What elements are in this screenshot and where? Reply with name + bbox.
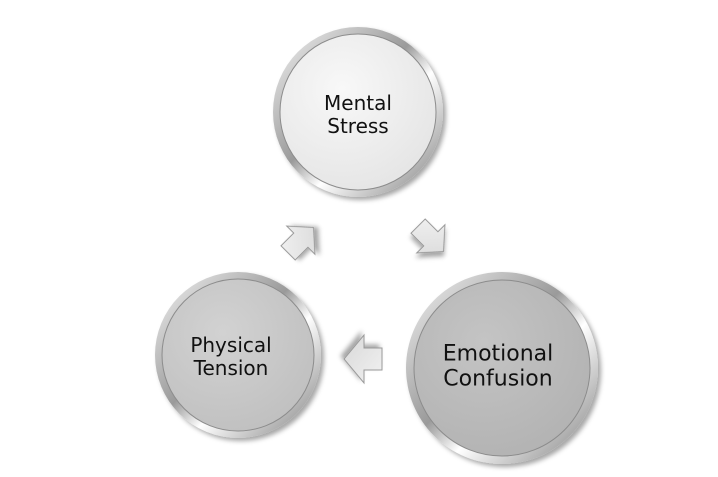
node-mental-stress: [273, 27, 443, 197]
node-physical-tension: [155, 272, 321, 438]
label-emotional-confusion: Emotional Confusion: [443, 342, 554, 393]
label-physical-tension: Physical Tension: [190, 334, 271, 380]
label-line: Physical: [190, 333, 272, 357]
arrow-emotional-to-physical: [343, 333, 383, 385]
label-line: Mental: [324, 91, 392, 115]
label-line: Tension: [193, 356, 269, 380]
label-mental-stress: Mental Stress: [324, 92, 392, 138]
label-line: Stress: [327, 114, 389, 138]
label-line: Emotional: [442, 341, 554, 367]
label-line: Confusion: [443, 367, 553, 392]
node-emotional-confusion: [406, 272, 598, 464]
arrow-mental-to-emotional: [410, 218, 446, 254]
arrow-physical-to-mental: [280, 225, 316, 261]
